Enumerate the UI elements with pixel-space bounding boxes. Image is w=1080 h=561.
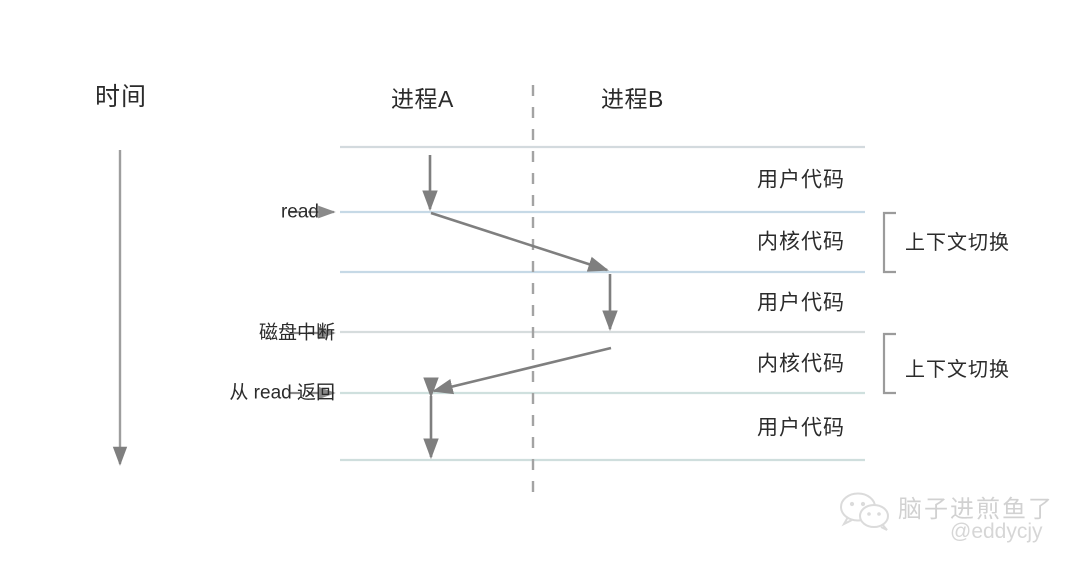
context-switch-bracket-1 [882,211,896,274]
process-header-a: 进程A [391,86,454,112]
time-axis-label: 时间 [95,83,148,111]
flow-a-to-b-context-switch [430,211,609,272]
flow-b-to-a-context-switch [431,346,612,395]
band-label-kernel-2: 内核代码 [757,352,845,376]
watermark-handle: @eddycjy [950,520,1043,543]
band-label-user-2: 用户代码 [757,291,845,315]
event-label-disk-interrupt: 磁盘中断 [258,322,335,344]
event-label-read: read [280,201,319,223]
context-switch-label-1: 上下文切换 [905,232,1010,254]
process-header-b: 进程B [601,86,664,112]
wechat-icon [840,492,889,531]
watermark-brand: 脑子进煎鱼了 [898,496,1054,523]
event-label-read-return: 从 read 返回 [229,382,335,404]
watermark: 脑子进煎鱼了 @eddycjy [838,487,1068,549]
band-label-user-1: 用户代码 [757,168,845,192]
context-switch-label-2: 上下文切换 [905,359,1010,381]
band-label-user-3: 用户代码 [757,416,845,440]
context-switch-bracket-2 [882,332,896,395]
band-label-kernel-1: 内核代码 [757,230,845,254]
